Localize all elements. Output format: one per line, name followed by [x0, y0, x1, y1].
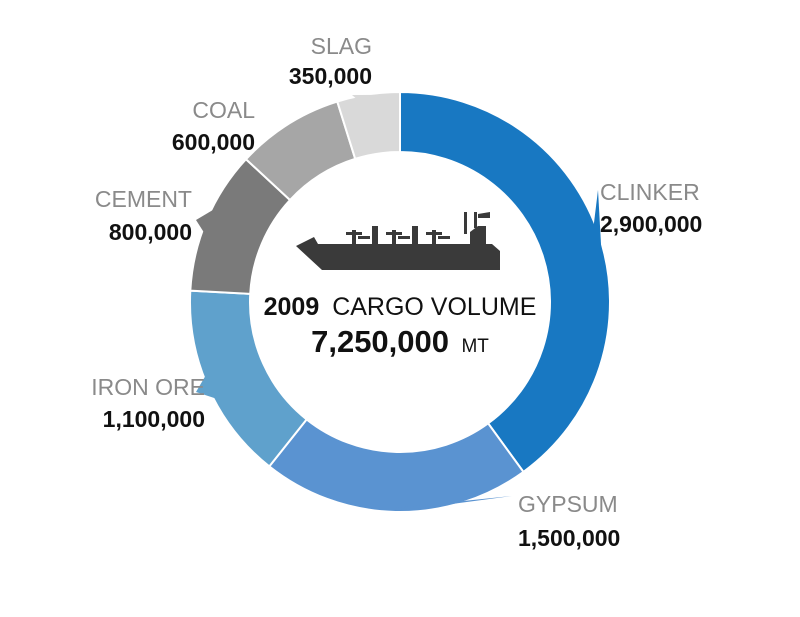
- label-name-slag: SLAG: [311, 33, 372, 59]
- pointer-coal: [262, 119, 300, 155]
- pointer-gypsum: [383, 496, 512, 510]
- pointer-slag: [352, 94, 381, 99]
- pointer-clinker: [593, 190, 602, 250]
- segment-gypsum: [267, 418, 525, 513]
- label-value-gypsum: 1,500,000: [518, 525, 620, 551]
- label-value-iron-ore: 1,100,000: [103, 406, 205, 432]
- segment-clinker: [399, 90, 611, 474]
- center-total: 7,250,000: [311, 324, 449, 359]
- label-value-coal: 600,000: [172, 129, 255, 155]
- label-name-gypsum: GYPSUM: [518, 491, 618, 517]
- center-unit: MT: [461, 336, 489, 357]
- center-title: 2009 CARGO VOLUME: [264, 293, 537, 321]
- pointer-iron-ore: [196, 375, 216, 399]
- label-value-cement: 800,000: [109, 219, 192, 245]
- label-name-iron-ore: IRON ORE: [91, 374, 205, 400]
- label-name-coal: COAL: [192, 97, 255, 123]
- label-value-clinker: 2,900,000: [600, 211, 702, 237]
- label-name-clinker: CLINKER: [600, 179, 700, 205]
- label-value-slag: 350,000: [289, 63, 372, 89]
- donut-segments: [189, 90, 611, 513]
- center-title-text: CARGO VOLUME: [332, 293, 536, 321]
- center-year: 2009: [264, 293, 320, 321]
- cargo-ship-icon: [296, 212, 500, 270]
- pointer-cement: [196, 209, 214, 233]
- center-total-line: 7,250,000 MT: [311, 324, 489, 359]
- label-name-cement: CEMENT: [95, 186, 192, 212]
